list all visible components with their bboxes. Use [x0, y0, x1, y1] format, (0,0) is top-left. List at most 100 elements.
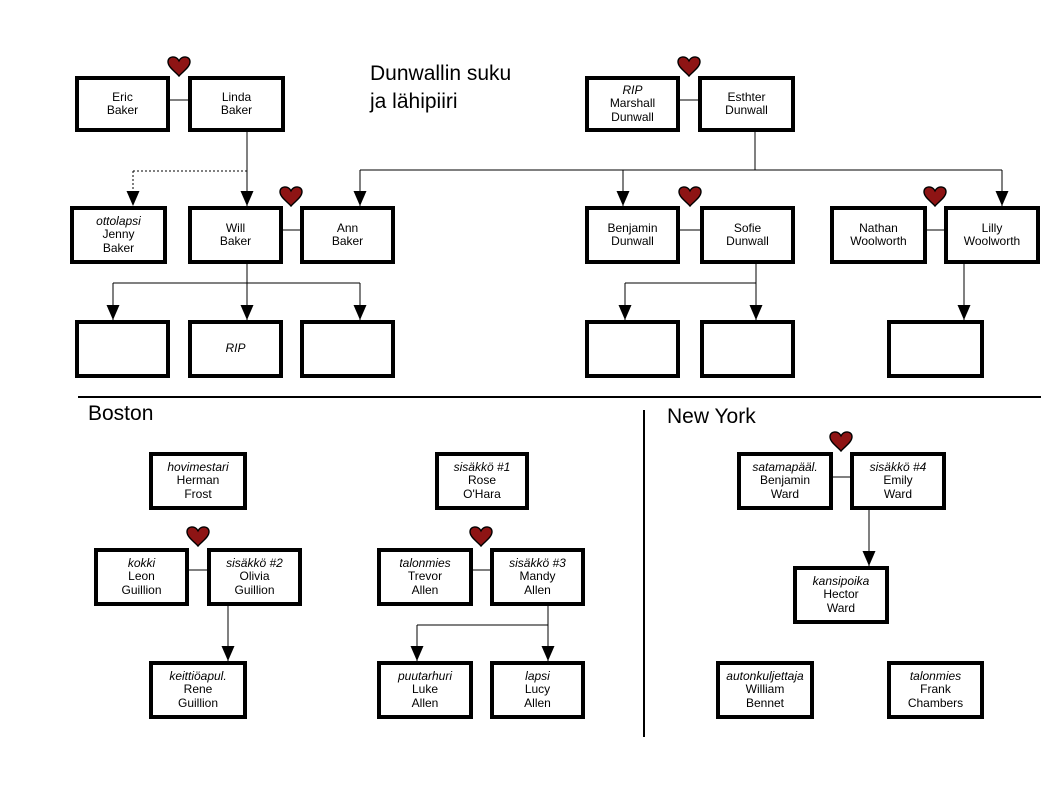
- person-box-text: Emily: [883, 473, 913, 488]
- child-arrow-icon: [995, 191, 1009, 206]
- person-box-text: sisäkkö #2: [226, 555, 283, 570]
- diagram-title: Dunwallin suku ja lähipiiri: [370, 60, 511, 116]
- person-box-text: Jenny: [102, 227, 135, 242]
- child-arrow-icon: [618, 305, 632, 320]
- child-arrow-icon: [957, 305, 971, 320]
- child-arrow-icon: [240, 191, 254, 206]
- child-arrow-icon: [106, 305, 120, 320]
- person-box-text: Allen: [411, 582, 439, 597]
- heart-icon: [677, 56, 701, 78]
- heart-icon: [186, 526, 210, 548]
- person-box-text: Trevor: [407, 569, 443, 584]
- person-box-text: Guillion: [121, 582, 162, 597]
- person-box-text: Dunwall: [611, 109, 654, 124]
- child-arrow-icon: [240, 305, 254, 320]
- person-box-text: lapsi: [525, 668, 550, 683]
- person-box-text: Esthter: [727, 89, 766, 104]
- person-box-text: Herman: [176, 473, 220, 488]
- person-box-text: Allen: [411, 695, 439, 710]
- person-box-woolworth-child-1: [887, 320, 984, 378]
- person-box-text: sisäkkö #3: [509, 555, 566, 570]
- person-box-text: Lucy: [524, 682, 551, 697]
- child-arrow-icon: [126, 191, 140, 206]
- person-box-text: Allen: [524, 582, 551, 597]
- person-box-text: Bennet: [745, 695, 785, 710]
- person-box-text: Benjamin: [759, 473, 811, 488]
- person-box-text: satamapääl.: [752, 459, 818, 474]
- person-box-baker-child-1: [75, 320, 170, 378]
- person-box-text: Allen: [524, 695, 551, 710]
- person-box-text: Sofie: [733, 220, 762, 235]
- child-arrow-icon: [353, 191, 367, 206]
- heart-icon: [279, 186, 303, 208]
- person-box-text: Woolworth: [850, 234, 907, 248]
- person-box-text: sisäkkö #4: [869, 459, 927, 474]
- person-box-text: hovimestari: [167, 459, 229, 474]
- person-box-text: talonmies: [909, 668, 962, 683]
- person-box-text: Frank: [920, 682, 951, 697]
- person-box-text: Ward: [770, 486, 800, 501]
- person-box-text: Baker: [331, 234, 364, 248]
- person-box-text: Guillion: [234, 582, 275, 597]
- person-box-text: puutarhuri: [397, 668, 453, 683]
- person-box-text: RIP: [225, 341, 246, 356]
- person-box-text: keittiöapul.: [169, 668, 227, 683]
- person-box-text: talonmies: [399, 555, 451, 570]
- person-box-text: Rene: [183, 682, 213, 697]
- person-box-text: Ward: [826, 600, 856, 615]
- child-arrow-icon: [862, 551, 876, 566]
- person-box-text: William: [745, 682, 785, 697]
- person-box-text: kansipoika: [812, 573, 870, 588]
- person-box-text: Woolworth: [963, 234, 1021, 248]
- person-box-text: Baker: [106, 103, 139, 117]
- child-arrow-icon: [221, 646, 235, 661]
- person-box-text: Dunwall: [611, 234, 654, 248]
- person-box-text: Will: [225, 220, 246, 235]
- heart-icon: [923, 186, 947, 208]
- person-box-text: ottolapsi: [96, 213, 141, 228]
- person-box-text: Baker: [219, 234, 252, 248]
- person-box-text: kokki: [127, 555, 156, 570]
- person-box-text: Baker: [102, 240, 135, 255]
- child-arrow-icon: [749, 305, 763, 320]
- heart-icon: [167, 56, 191, 78]
- child-arrow-icon: [353, 305, 367, 320]
- person-box-text: Eric: [112, 89, 133, 104]
- person-box-text: Dunwall: [726, 234, 769, 248]
- person-box-text: Nathan: [859, 220, 898, 235]
- person-box-text: Linda: [221, 89, 252, 104]
- person-box-text: Frost: [184, 486, 212, 501]
- child-arrow-icon: [541, 646, 555, 661]
- person-box-text: autonkuljettaja: [726, 668, 804, 683]
- child-arrow-icon: [410, 646, 424, 661]
- person-box-text: Dunwall: [725, 103, 768, 117]
- person-box-text: Ann: [336, 220, 359, 235]
- person-box-text: Baker: [220, 103, 253, 117]
- person-box-text: Mandy: [519, 569, 556, 584]
- person-box-text: Leon: [128, 569, 155, 584]
- person-box-text: O'Hara: [463, 486, 501, 501]
- person-box-text: RIP: [622, 82, 643, 97]
